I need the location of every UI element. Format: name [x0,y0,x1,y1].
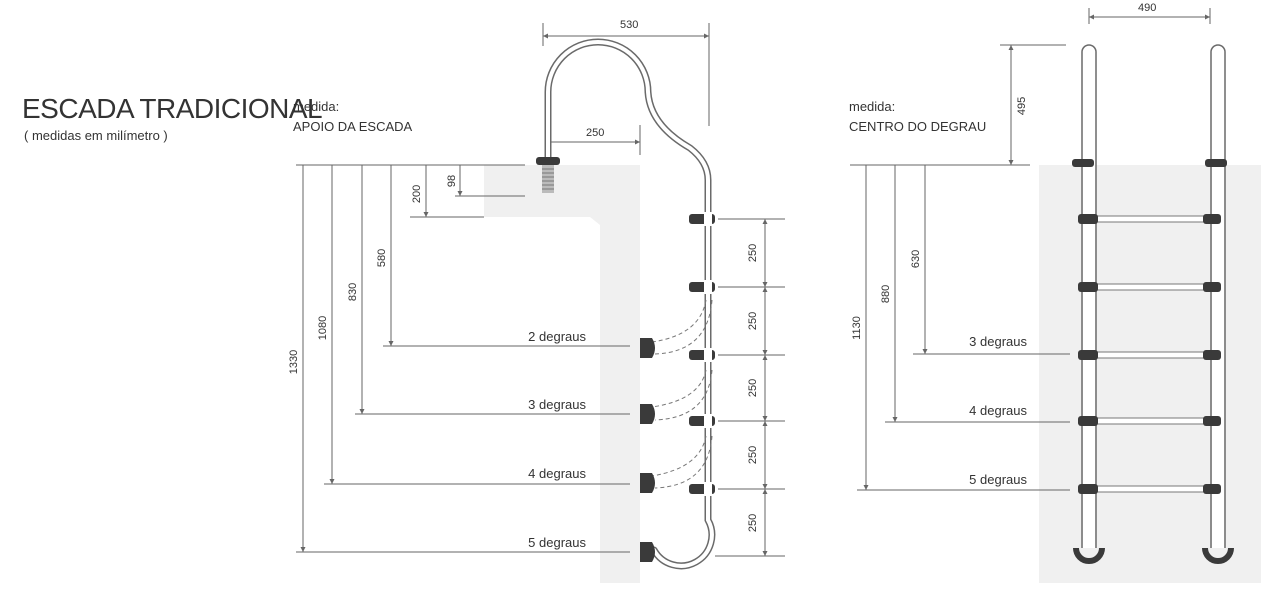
anchor-thread [542,168,554,190]
step-label-5: 5 degraus [528,535,586,550]
dim-250-top: 250 [586,127,604,139]
dim-step-5: 250 [747,514,759,532]
dim-630: 630 [910,250,922,268]
right-dims [850,44,1070,491]
step-label-4: 4 degraus [528,466,586,481]
right-step-label-5: 5 degraus [969,472,1027,487]
rung-brackets [1078,214,1221,494]
dim-step-2: 250 [747,312,759,330]
dim-580: 580 [376,249,388,267]
dim-step-4: 250 [747,446,759,464]
right-caption-1: medida: [849,99,895,114]
dim-830: 830 [347,283,359,301]
dim-1130: 1130 [851,316,863,340]
dim-495: 495 [1016,97,1028,115]
pool-wall [484,165,640,583]
left-caption-2: APOIO DA ESCADA [293,119,413,134]
right-step-label-3: 3 degraus [969,334,1027,349]
step-label-3: 3 degraus [528,397,586,412]
dim-98: 98 [446,175,458,187]
dim-step-3: 250 [747,379,759,397]
anchor-flange [536,157,560,165]
right-caption-2: CENTRO DO DEGRAU [849,119,986,134]
pool-wall-front [1039,165,1261,583]
step-spacing-dims [715,218,785,557]
page-title: ESCADA TRADICIONAL [22,93,322,124]
dim-880: 880 [880,285,892,303]
right-step-label-4: 4 degraus [969,403,1027,418]
handrail-inner [546,40,714,568]
left-dims [296,164,630,553]
dim-490: 490 [1138,2,1156,14]
left-dim-arrows [300,191,463,552]
wall-feet [640,338,655,562]
alt-handrail-dashed [651,299,713,489]
dim-step-1: 250 [747,244,759,262]
step-spacing-arrows [762,219,768,556]
left-caption-1: medida: [293,99,339,114]
dim-1330: 1330 [288,350,300,374]
dim-arrows [635,139,640,145]
dim-200: 200 [411,185,423,203]
anchor-bolt [542,165,554,193]
dim-1080: 1080 [317,316,329,340]
anchor-left [1072,159,1094,167]
dim-530: 530 [620,19,638,31]
step-label-2: 2 degraus [528,329,586,344]
step-brackets [689,212,715,496]
anchor-right [1205,159,1227,167]
page-subtitle: ( medidas em milímetro ) [24,128,168,143]
